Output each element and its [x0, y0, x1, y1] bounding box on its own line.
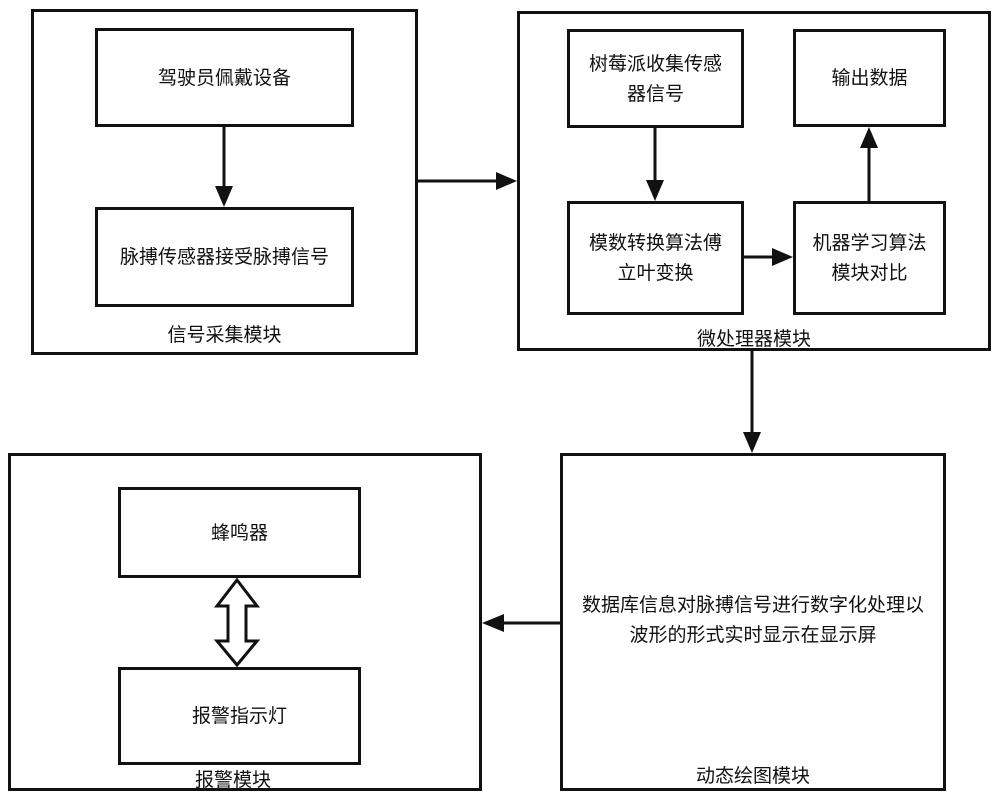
dynamic-drawing-module-caption: 动态绘图模块 [695, 765, 810, 787]
adc-fourier-box: 模数转换算法傅立叶变换 [567, 201, 744, 315]
alarm-module-caption: 报警模块 [195, 769, 272, 791]
raspberry-pi-collect-box: 树莓派收集传感器信号 [567, 29, 744, 128]
ml-compare-box: 机器学习算法模块对比 [793, 201, 946, 315]
ml-compare-label: 机器学习算法模块对比 [812, 232, 927, 284]
waveform-display-text: 数据库信息对脉搏信号进行数字化处理以波形的形式实时显示在显示屏 [581, 594, 924, 646]
output-data-box: 输出数据 [793, 29, 946, 127]
adc-fourier-label: 模数转换算法傅立叶变换 [588, 232, 722, 284]
driver-wearable-device-label: 驾驶员佩戴设备 [157, 66, 291, 89]
raspberry-pi-collect-label: 树莓派收集传感器信号 [588, 52, 722, 105]
buzzer-label: 蜂鸣器 [210, 521, 268, 544]
driver-wearable-device-box: 驾驶员佩戴设备 [95, 28, 354, 127]
buzzer-box: 蜂鸣器 [118, 487, 361, 578]
output-data-label: 输出数据 [831, 67, 908, 89]
alarm-light-box: 报警指示灯 [118, 667, 361, 765]
microprocessor-module-caption: 微处理器模块 [696, 328, 811, 350]
alarm-light-label: 报警指示灯 [191, 705, 287, 727]
arrow-micro-to-drawing [743, 351, 761, 453]
dynamic-drawing-module [560, 453, 946, 791]
signal-module-caption: 信号采集模块 [167, 324, 282, 346]
pulse-sensor-label: 脉搏传感器接受脉搏信号 [119, 246, 329, 268]
arrow-signal-to-micro [418, 172, 517, 190]
arrow-drawing-to-alarm [482, 614, 560, 632]
pulse-sensor-box: 脉搏传感器接受脉搏信号 [95, 207, 354, 307]
